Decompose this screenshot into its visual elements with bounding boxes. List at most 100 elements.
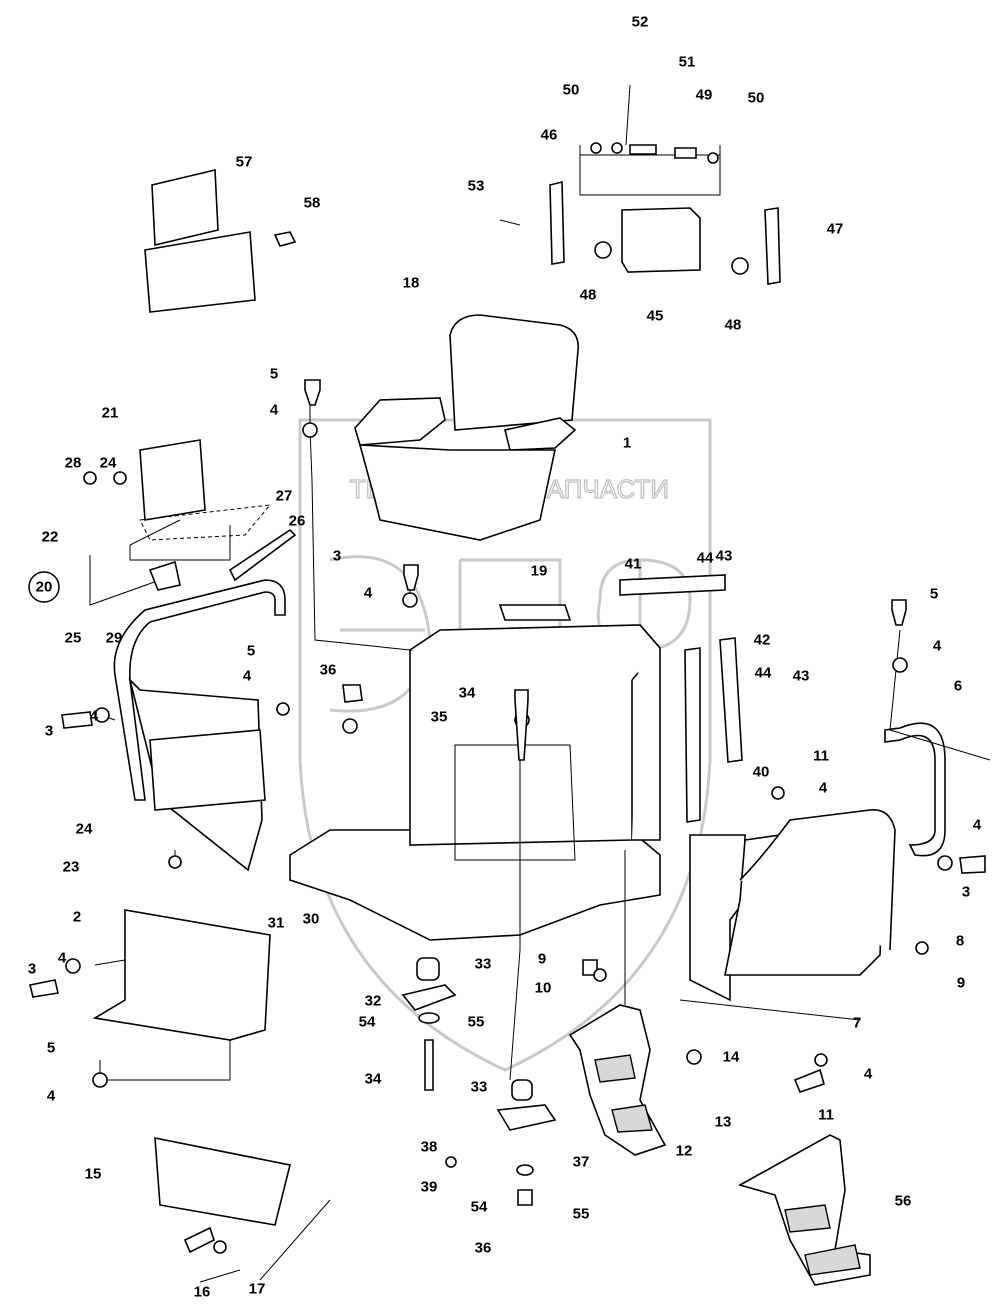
callout-13: 13 (715, 1114, 732, 1131)
callout-15: 15 (85, 1166, 102, 1183)
callout-44: 44 (755, 665, 772, 682)
callout-34: 34 (459, 685, 476, 702)
callout-4: 4 (90, 708, 99, 725)
callout-34: 34 (365, 1071, 382, 1088)
callout-18: 18 (403, 275, 420, 292)
callout-39: 39 (421, 1179, 438, 1196)
callout-50: 50 (748, 90, 765, 107)
right-side-panel (689, 722, 946, 1002)
callout-55: 55 (573, 1206, 590, 1223)
left-side-panel (113, 579, 286, 872)
callout-56: 56 (895, 1193, 912, 1210)
callout-55: 55 (468, 1014, 485, 1031)
callout-10: 10 (535, 980, 552, 997)
callout-33: 33 (471, 1079, 488, 1096)
callout-33: 33 (475, 956, 492, 973)
callout-3: 3 (333, 548, 341, 565)
callout-4: 4 (933, 638, 942, 655)
callout-8: 8 (956, 933, 964, 950)
callout-11: 11 (818, 1107, 834, 1124)
callout-24: 24 (76, 821, 93, 838)
callout-49: 49 (696, 87, 713, 104)
callout-52: 52 (632, 14, 649, 31)
callout-47: 47 (827, 221, 844, 238)
fasteners-and-leaders (29, 379, 991, 1283)
callout-38: 38 (421, 1139, 438, 1156)
callout-4: 4 (270, 402, 279, 419)
callout-44: 44 (697, 550, 714, 567)
callout-26: 26 (289, 513, 306, 530)
callout-16: 16 (194, 1284, 211, 1301)
callout-29: 29 (106, 630, 123, 647)
callout-4: 4 (973, 817, 982, 834)
callout-54: 54 (359, 1014, 376, 1031)
callout-9: 9 (957, 975, 965, 992)
callout-19: 19 (531, 563, 548, 580)
callout-58: 58 (304, 195, 321, 212)
callout-30: 30 (303, 911, 320, 928)
callout-3: 3 (28, 961, 36, 978)
control-box (499, 84, 781, 285)
callout-4: 4 (58, 950, 67, 967)
callout-42: 42 (754, 632, 771, 649)
callout-41: 41 (625, 556, 642, 573)
step-12 (568, 1004, 667, 1156)
seat (354, 314, 579, 541)
callout-4: 4 (864, 1066, 873, 1083)
callout-5: 5 (270, 366, 278, 383)
seat-frame (289, 574, 743, 941)
callout-5: 5 (930, 586, 938, 603)
callout-2: 2 (73, 909, 81, 926)
callout-48: 48 (725, 317, 742, 334)
callout-11: 11 (813, 748, 829, 765)
callout-circle (28, 571, 60, 603)
callout-51: 51 (679, 54, 696, 71)
callout-22: 22 (42, 529, 59, 546)
step-56 (737, 1134, 871, 1286)
callout-35: 35 (431, 709, 448, 726)
left-cover-plate (92, 909, 271, 1041)
callout-17: 17 (249, 1281, 266, 1298)
callout-5: 5 (47, 1040, 55, 1057)
callout-53: 53 (468, 178, 485, 195)
callout-25: 25 (65, 630, 82, 647)
storage-box (144, 168, 297, 313)
callout-31: 31 (268, 915, 285, 932)
callout-50: 50 (563, 82, 580, 99)
callout-40: 40 (753, 764, 770, 781)
callout-1: 1 (623, 435, 631, 452)
callout-45: 45 (647, 308, 664, 325)
isolator-mounts (401, 957, 598, 1206)
callout-4: 4 (819, 780, 828, 797)
callout-4: 4 (364, 585, 373, 602)
callout-28: 28 (65, 455, 82, 472)
callout-12: 12 (676, 1143, 693, 1160)
callout-23: 23 (63, 859, 80, 876)
callout-21: 21 (102, 405, 119, 422)
callout-4: 4 (47, 1088, 56, 1105)
callout-6: 6 (954, 678, 962, 695)
callout-48: 48 (580, 287, 597, 304)
callout-36: 36 (475, 1240, 492, 1257)
callout-54: 54 (471, 1199, 488, 1216)
callout-14: 14 (723, 1049, 740, 1066)
callout-20: 20 (36, 579, 53, 596)
callout-32: 32 (365, 993, 382, 1010)
callout-9: 9 (538, 951, 546, 968)
callout-37: 37 (573, 1154, 590, 1171)
callout-46: 46 (541, 127, 558, 144)
svg-text:ЗАПЧАСТИ: ЗАПЧАСТИ (531, 474, 669, 504)
callout-27: 27 (276, 488, 293, 505)
callout-43: 43 (793, 668, 810, 685)
callout-57: 57 (236, 154, 253, 171)
callout-36: 36 (320, 662, 337, 679)
step-plate (154, 1137, 291, 1226)
callout-7: 7 (853, 1015, 861, 1032)
callout-4: 4 (243, 668, 252, 685)
callout-5: 5 (247, 643, 255, 660)
callout-3: 3 (45, 723, 53, 740)
callout-3: 3 (962, 884, 970, 901)
